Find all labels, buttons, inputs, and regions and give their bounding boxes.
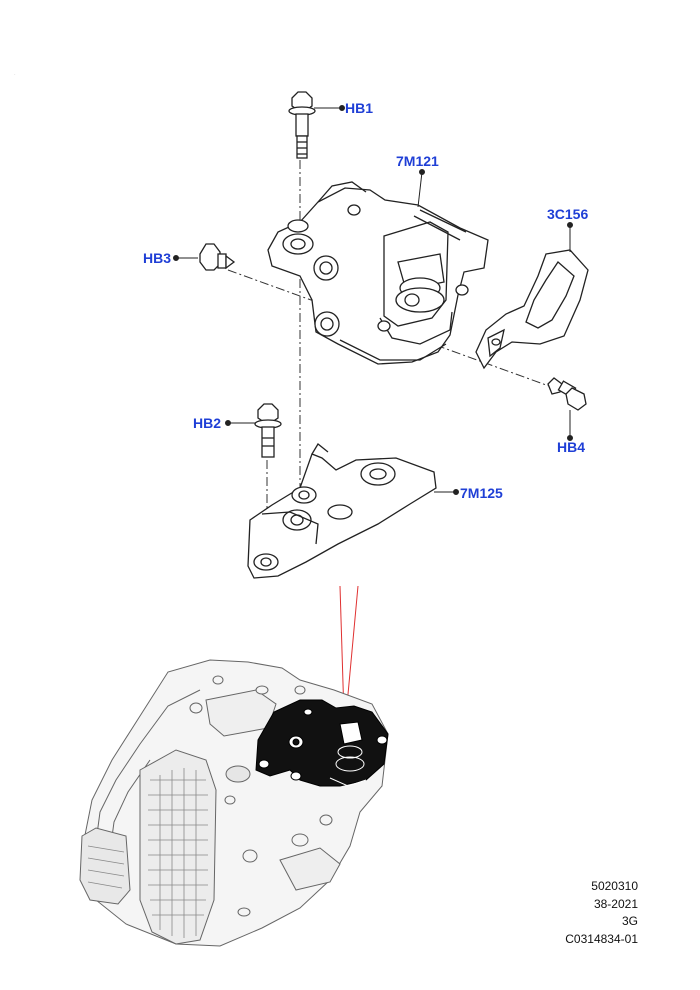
installed-mount-highlight [255,699,389,787]
callout-7m121: 7M121 [396,153,439,169]
reference-line-1: 5020310 [591,879,638,893]
bolt-hb4 [547,377,587,411]
reference-line-3: 3G [621,914,638,928]
callout-hb3: HB3 [143,250,172,266]
reference-line-2: 38-2021 [593,897,638,911]
bolt-hb2 [254,403,282,458]
bolt-hb1 [288,91,316,159]
corner-mark: · [14,72,16,78]
bolt-hb3 [199,243,236,271]
callout-3c156: 3C156 [547,206,589,222]
engine-mount-7m121 [267,181,489,365]
reference-line-4: C0314834-01 [565,932,638,946]
bracket-7m125 [247,443,437,579]
transmission-overview [79,659,389,947]
callout-hb4: HB4 [557,439,586,455]
shield-bracket-3c156 [475,249,589,370]
callout-hb1: HB1 [345,100,374,116]
callout-hb2: HB2 [193,415,222,431]
callout-7m125: 7M125 [460,485,503,501]
callout-leaders [173,105,573,495]
